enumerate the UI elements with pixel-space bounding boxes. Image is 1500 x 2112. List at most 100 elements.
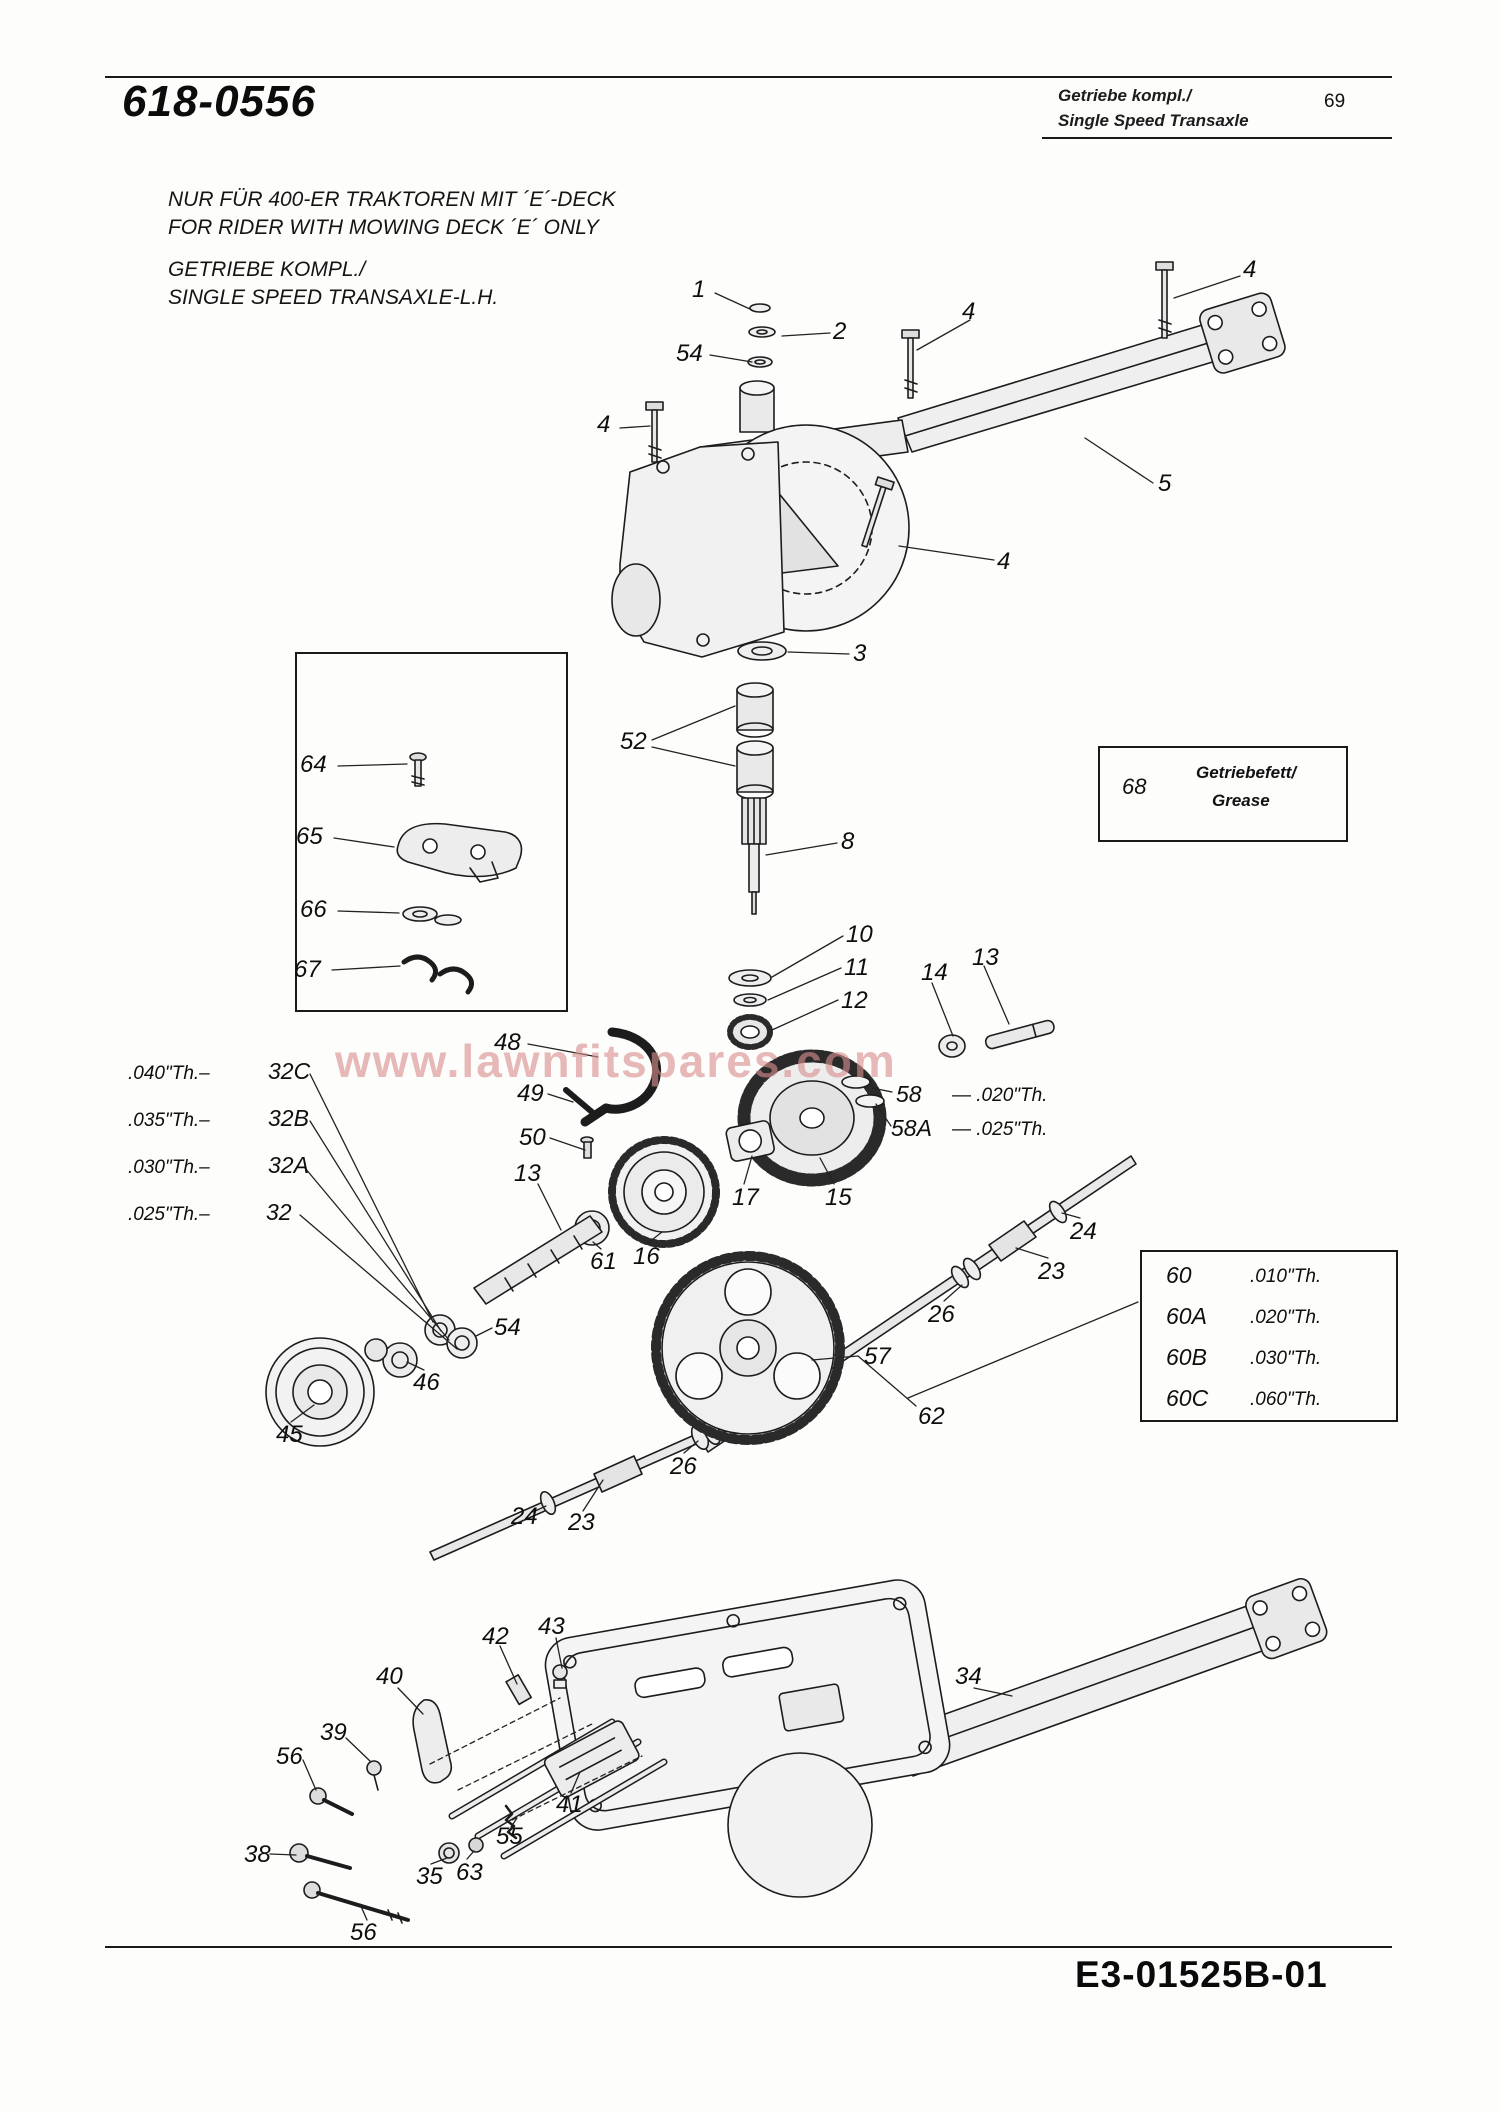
callout-13: 13 (514, 1160, 541, 1187)
screw-64 (409, 752, 427, 787)
callout-66: 66 (300, 896, 327, 923)
shim-60b-thickness: .030"Th. (1250, 1348, 1322, 1369)
shift-fork-48 (580, 1027, 662, 1127)
pulley-45 (265, 1337, 375, 1447)
callout-64: 64 (300, 751, 327, 778)
subtitle-block: NUR FÜR 400-ER TRAKTOREN MIT ´E´-DECK FO… (168, 186, 616, 241)
callout-4: 4 (597, 411, 611, 438)
callout-49: 49 (517, 1080, 544, 1107)
subtitle-de: NUR FÜR 400-ER TRAKTOREN MIT ´E´-DECK (168, 188, 616, 211)
part-43 (552, 1664, 568, 1689)
shim-32-thickness: .025"Th.– (128, 1204, 210, 1225)
callout-67: 67 (294, 956, 321, 983)
callout-11: 11 (844, 954, 869, 981)
shim-58a-ref: 58A (891, 1115, 932, 1141)
bolt-4-top-middle (901, 329, 920, 399)
callout-38: 38 (244, 1841, 271, 1868)
callout-15: 15 (825, 1184, 852, 1211)
upper-housing-drawing (611, 292, 1286, 658)
bolt-38 (289, 1843, 352, 1870)
callout-63: 63 (456, 1859, 483, 1886)
title-block: GETRIEBE KOMPL./ SINGLE SPEED TRANSAXLE-… (168, 256, 498, 311)
inset-box-64-67 (295, 652, 568, 1012)
callout-4: 4 (962, 298, 976, 325)
spline-shaft-13 (473, 1215, 603, 1305)
shim-58a-thickness: — .025"Th. (952, 1119, 1048, 1140)
shim-32b-thickness: .035"Th.– (128, 1110, 210, 1131)
callout-4: 4 (997, 548, 1011, 575)
bolt-4-housing (861, 476, 895, 548)
callout-50: 50 (519, 1124, 546, 1151)
callout-16: 16 (633, 1243, 660, 1270)
callout-10: 10 (846, 921, 873, 948)
header-right-rule (1042, 137, 1392, 139)
shim-32c-thickness: .040"Th.– (128, 1063, 210, 1084)
input-shaft-8 (741, 797, 767, 915)
shim-60-thickness: .010"Th. (1250, 1266, 1322, 1287)
bushing-46 (364, 1338, 418, 1378)
callout-23: 23 (568, 1509, 595, 1536)
shim-60b-ref: 60B (1166, 1344, 1207, 1370)
pin-49 (563, 1087, 595, 1115)
callout-24: 24 (511, 1503, 538, 1530)
pin-39 (366, 1760, 382, 1791)
shims-58 (841, 1075, 885, 1108)
callout-65: 65 (296, 823, 323, 850)
callout-54: 54 (676, 340, 703, 367)
callout-52: 52 (620, 728, 647, 755)
shim-32b-ref: 32B (268, 1105, 309, 1131)
washers-1-2-54 (747, 303, 776, 368)
callout-56: 56 (350, 1919, 377, 1946)
washers-66 (402, 906, 462, 926)
shim-60a-ref: 60A (1166, 1303, 1207, 1329)
leader-lines (269, 275, 1241, 1921)
subtitle-en: FOR RIDER WITH MOWING DECK ´E´ ONLY (168, 215, 599, 239)
callout-26: 26 (670, 1453, 697, 1480)
callout-42: 42 (482, 1623, 509, 1650)
callout-35: 35 (416, 1863, 443, 1890)
bracket-40 (412, 1698, 453, 1784)
bolt-4-left (645, 401, 664, 463)
bolt-56-lower (303, 1881, 410, 1924)
spring-55 (504, 1804, 518, 1840)
shim-32a-ref: 32A (268, 1152, 309, 1178)
callout-3: 3 (853, 640, 867, 667)
callout-26: 26 (928, 1301, 955, 1328)
title-de: GETRIEBE KOMPL./ (168, 258, 366, 281)
callout-45: 45 (276, 1421, 303, 1448)
shift-plate-41 (543, 1720, 640, 1798)
callout-46: 46 (413, 1369, 440, 1396)
clutch-gear-16 (608, 1136, 720, 1248)
bracket-65 (396, 822, 523, 883)
callout-24: 24 (1070, 1218, 1097, 1245)
callout-48: 48 (494, 1029, 521, 1056)
spacers-52 (736, 682, 774, 800)
callout-39: 39 (320, 1719, 347, 1746)
callout-34: 34 (955, 1663, 982, 1690)
bottom-rule (105, 1946, 1392, 1948)
shim-32a-thickness: .030"Th.– (128, 1157, 210, 1178)
callout-2: 2 (833, 318, 847, 345)
ball-63 (468, 1837, 484, 1853)
callout-62: 62 (918, 1403, 945, 1430)
top-rule (105, 76, 1392, 78)
screw-50 (580, 1136, 594, 1159)
washer-3 (737, 641, 787, 661)
bolt-4-top-right (1155, 261, 1174, 339)
callout-54: 54 (494, 1314, 521, 1341)
shim-58-ref: 58 (896, 1081, 922, 1107)
shim-60c-thickness: .060"Th. (1250, 1389, 1322, 1410)
callout-61: 61 (590, 1248, 617, 1275)
document-code: E3-01525B-01 (1075, 1954, 1328, 1995)
shim-60c-ref: 60C (1166, 1385, 1209, 1411)
spacer-14-shaft-13 (938, 1019, 1055, 1058)
callout-1: 1 (692, 276, 706, 303)
shim-32c-ref: 32C (268, 1058, 311, 1084)
shim-58-thickness: — .020"Th. (952, 1085, 1048, 1106)
header-right-line1: Getriebe kompl./ (1058, 86, 1192, 105)
callout-55: 55 (496, 1823, 523, 1850)
header-right-line2: Single Speed Transaxle (1058, 110, 1249, 130)
title-en: SINGLE SPEED TRANSAXLE-L.H. (168, 285, 499, 309)
callout-56: 56 (276, 1743, 303, 1770)
